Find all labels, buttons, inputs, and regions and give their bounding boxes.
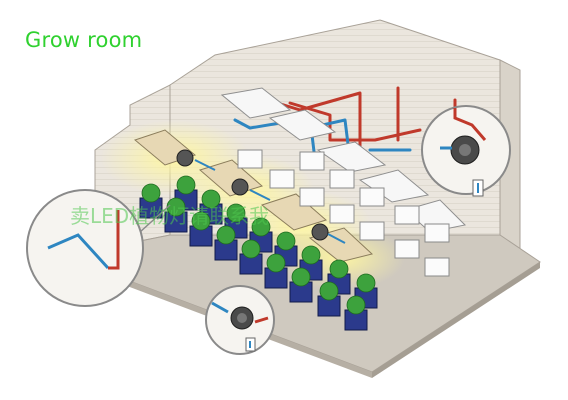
detail-circle-left: [26, 189, 171, 307]
back-plant-units: [237, 149, 450, 277]
thermometer-icon: [245, 337, 256, 352]
page-title: Grow room: [25, 28, 143, 52]
inline-fans: [176, 149, 329, 241]
detail-circle-bottom: [205, 285, 275, 355]
airflow-arrows: [194, 159, 346, 244]
front-plant-units: [139, 175, 378, 331]
floor-right-edge: [372, 262, 540, 378]
watermark-text: 卖LED植物灯请联系我: [70, 204, 270, 228]
back-reflectors: [220, 87, 467, 233]
thermometer-icon: [472, 179, 484, 197]
detail-circle-right: [421, 105, 511, 197]
